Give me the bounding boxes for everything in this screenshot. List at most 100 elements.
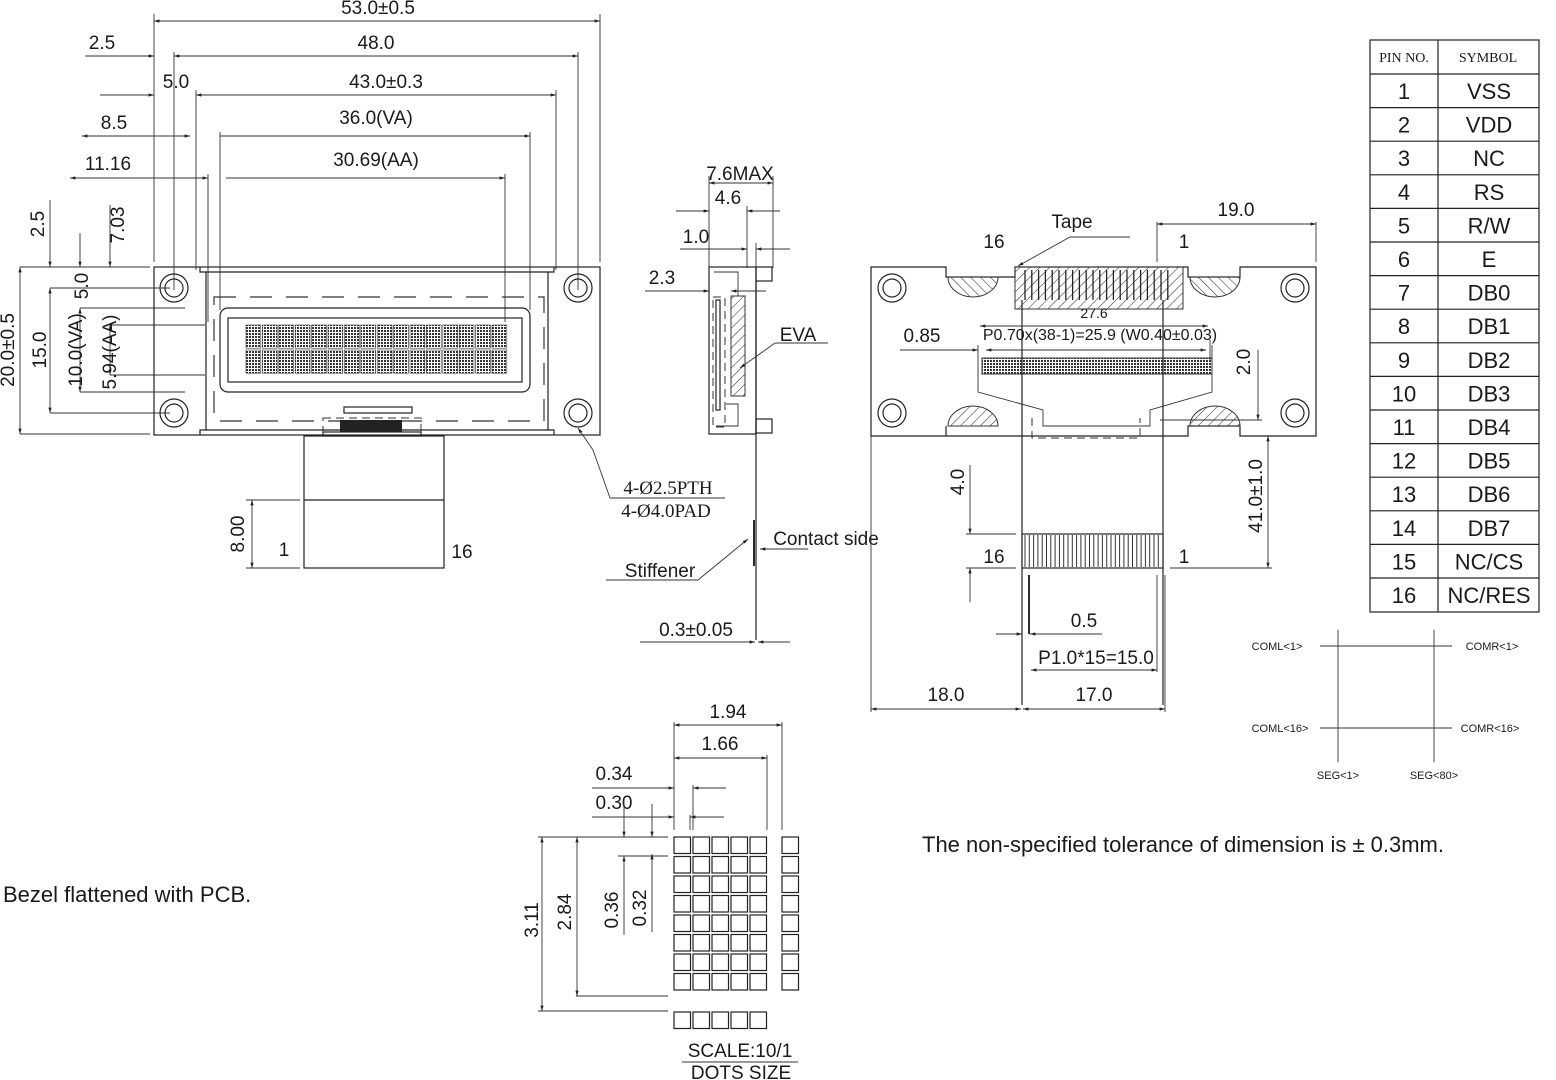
hole-callout: 4-Ø2.5PTH 4-Ø4.0PAD: [577, 427, 725, 522]
dot-cell: [673, 933, 692, 952]
dim-char-h: 2.84: [555, 893, 576, 930]
dot-cell: [781, 933, 800, 952]
character-display-matrix: [245, 324, 508, 374]
dot-cell: [781, 953, 800, 972]
eva-label: EVA: [780, 325, 817, 346]
dot-cell: [673, 914, 692, 933]
display-character-cell: [245, 324, 262, 349]
bezel-note: Bezel flattened with PCB.: [3, 882, 251, 907]
dim-0-85: 0.85: [904, 326, 941, 347]
back-pin-16-label: 16: [983, 232, 1004, 253]
display-character-cell: [327, 324, 344, 349]
pin-symbol: NC/RES: [1447, 583, 1530, 608]
pin-symbol: NC: [1473, 146, 1505, 171]
dot-cell: [673, 1011, 692, 1030]
pin-symbol: DB1: [1468, 314, 1511, 339]
pin-number: 6: [1398, 247, 1410, 272]
pin-symbol: DB4: [1468, 415, 1511, 440]
contact-side-label: Contact side: [773, 529, 879, 550]
display-character-cell: [393, 349, 409, 374]
pin-number: 7: [1398, 281, 1410, 306]
pitch-note: P0.70x(38-1)=25.9 (W0.40±0.03): [983, 327, 1217, 344]
dot-cell: [711, 953, 730, 972]
dim-bezel-width: 43.0±0.3: [349, 72, 423, 93]
back-pin-1-label: 1: [1179, 232, 1190, 253]
pin-number: 5: [1398, 213, 1410, 238]
dim-4-0: 4.0: [948, 469, 969, 495]
dot-cell: [711, 855, 730, 874]
dot-cell: [711, 933, 730, 952]
pin-symbol: DB7: [1468, 516, 1511, 541]
display-character-cell: [376, 324, 393, 349]
dim-max-thickness: 7.6MAX: [706, 164, 774, 185]
dim-17: 17.0: [1076, 685, 1113, 706]
dot-cell: [749, 855, 768, 874]
tolerance-note: The non-specified tolerance of dimension…: [922, 832, 1444, 857]
dim-27-6: 27.6: [1080, 305, 1107, 321]
dot-cell: [749, 1011, 768, 1030]
hole-note-pth: 4-Ø2.5PTH: [623, 478, 712, 499]
dot-cell: [730, 894, 749, 913]
pin-number: 11: [1393, 415, 1416, 440]
dot-cell: [692, 914, 711, 933]
display-character-cell: [409, 324, 426, 349]
pin-symbol: VSS: [1467, 79, 1511, 104]
dot-cell: [781, 914, 800, 933]
dim-aa-offset-v: 7.03: [108, 207, 129, 244]
dot-cell: [730, 914, 749, 933]
dim-19: 19.0: [1218, 200, 1255, 221]
dim-dot-h: 0.32: [630, 890, 651, 927]
dot-cell: [692, 953, 711, 972]
pin-symbol: DB3: [1468, 381, 1511, 406]
pin-table-row: 11 DB4: [1370, 409, 1539, 440]
dim-fpc-thickness: 0.3±0.05: [659, 620, 733, 641]
dim-2-0: 2.0: [1234, 349, 1255, 375]
pin-number: 9: [1398, 348, 1410, 373]
display-character-cell: [360, 349, 376, 374]
display-character-cell: [409, 349, 426, 374]
back-view: Tape 16 1 19.0 27.6 P0.70x(38-1)=25.9 (W…: [870, 200, 1317, 712]
tape-label: Tape: [1051, 212, 1092, 233]
pin-symbol: VDD: [1466, 113, 1512, 138]
dot-cell: [749, 914, 768, 933]
dim-char-pitch-w: 1.94: [710, 702, 747, 723]
dot-cell: [692, 836, 711, 855]
mounting-holes: [159, 273, 593, 428]
front-view: 53.0±0.5 2.5 48.0 5.0 43.0±0.3 8.5 36.0(…: [0, 0, 725, 569]
dim-char-pitch-h: 3.11: [522, 902, 543, 938]
pin-number: 13: [1392, 482, 1416, 507]
display-character-cell: [311, 324, 327, 349]
dot-cell: [730, 875, 749, 894]
dot-cell: [730, 855, 749, 874]
dim-hole-pitch-v: 15.0: [30, 332, 51, 369]
pin-number: 16: [1392, 583, 1416, 608]
display-character-cell: [376, 349, 393, 374]
dots-size-detail: 1.94 1.66 0.34 0.30 3.11 2.84 0.36 0.32 …: [522, 702, 800, 1080]
front-fpc-tail: 8.00 1 16: [228, 435, 473, 569]
display-character-cell: [475, 349, 491, 374]
dot-cell: [692, 875, 711, 894]
pin-number: 12: [1392, 449, 1416, 474]
display-character-cell: [344, 349, 360, 374]
dot-cell: [730, 1011, 749, 1030]
stiffener-label: Stiffener: [625, 561, 696, 582]
display-character-cell: [278, 324, 294, 349]
dot-cell: [749, 972, 768, 991]
dim-overall-height: 20.0±0.5: [0, 313, 19, 387]
pin-symbol: DB6: [1468, 482, 1511, 507]
dim-va-width: 36.0(VA): [339, 108, 413, 129]
dot-grid: [673, 836, 800, 1030]
display-character-cell: [393, 324, 409, 349]
side-view: 7.6MAX 4.6 1.0 2.3 EVA Contact side Stif…: [606, 164, 879, 644]
seg-80-label: SEG<80>: [1410, 770, 1458, 782]
coml-1-label: COML<1>: [1252, 641, 1303, 653]
dim-dot-w: 0.30: [596, 793, 633, 814]
display-character-cell: [294, 324, 311, 349]
pin-table-row: 13 DB6: [1370, 476, 1539, 507]
display-character-cell: [458, 324, 475, 349]
dot-cell: [692, 1011, 711, 1030]
